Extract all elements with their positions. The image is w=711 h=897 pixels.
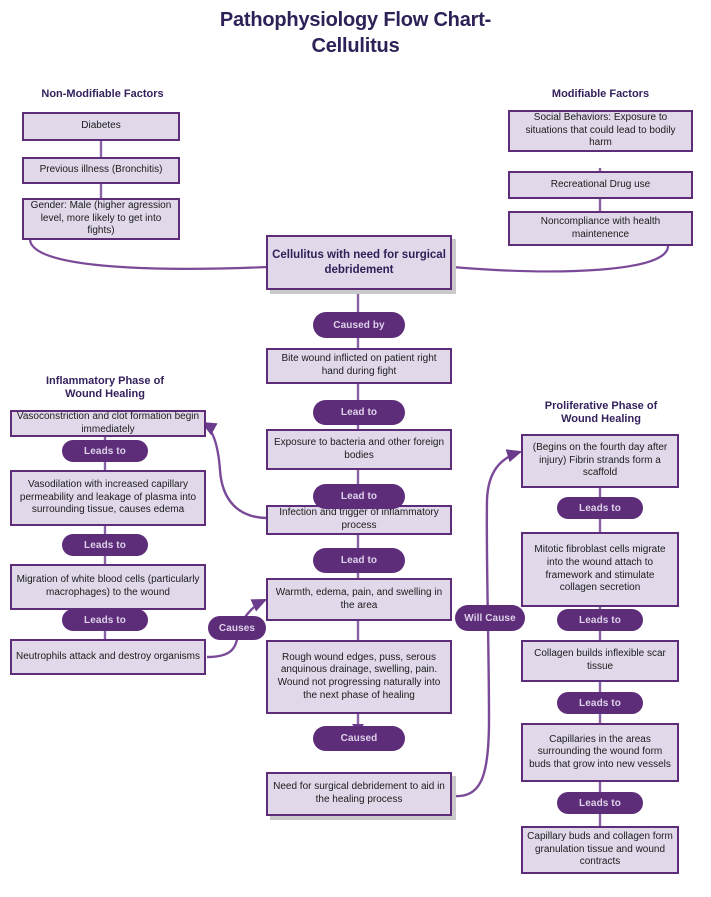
node-rough-wound-edges[interactable]: Rough wound edges, puss, serous anquinou…: [266, 640, 452, 714]
connector-prol-leads-to-3[interactable]: Leads to: [557, 692, 643, 714]
node-previous-illness[interactable]: Previous illness (Bronchitis): [22, 157, 180, 184]
node-warmth-edema[interactable]: Warmth, edema, pain, and swelling in the…: [266, 578, 452, 621]
node-bite-wound[interactable]: Bite wound inflicted on patient right ha…: [266, 348, 452, 384]
node-capillaries-buds[interactable]: Capillaries in the areas surrounding the…: [521, 723, 679, 782]
node-fibrin-strands[interactable]: (Begins on the fourth day after injury) …: [521, 434, 679, 488]
connector-infl-leads-to-3[interactable]: Leads to: [62, 609, 148, 631]
node-vasodilation[interactable]: Vasodilation with increased capillary pe…: [10, 470, 206, 526]
connector-lead-to-2[interactable]: Lead to: [313, 484, 405, 509]
node-diabetes[interactable]: Diabetes: [22, 112, 180, 141]
connector-lead-to-3[interactable]: Lead to: [313, 548, 405, 573]
node-social-behaviors[interactable]: Social Behaviors: Exposure to situations…: [508, 110, 693, 152]
page-title-text: Pathophysiology Flow Chart-Cellulitus: [219, 9, 492, 57]
connector-caused[interactable]: Caused: [313, 726, 405, 751]
node-recreational-drug-use[interactable]: Recreational Drug use: [508, 171, 693, 199]
node-infection-trigger[interactable]: Infection and trigger of inflammatory pr…: [266, 505, 452, 535]
heading-proliferative-phase: Proliferative Phase of Wound Healing: [544, 400, 658, 426]
node-wbc-migration[interactable]: Migration of white blood cells (particul…: [10, 564, 206, 610]
connector-prol-leads-to-1[interactable]: Leads to: [557, 497, 643, 519]
node-gender-male[interactable]: Gender: Male (higher agression level, mo…: [22, 198, 180, 240]
connector-infl-leads-to-1[interactable]: Leads to: [62, 440, 148, 462]
node-need-surgical-debridement[interactable]: Need for surgical debridement to aid in …: [266, 772, 452, 816]
connector-causes[interactable]: Causes: [208, 616, 266, 640]
node-cellulitus-root[interactable]: Cellulitus with need for surgical debrid…: [266, 235, 452, 290]
node-exposure-to-bacteria[interactable]: Exposure to bacteria and other foreign b…: [266, 429, 452, 470]
node-noncompliance[interactable]: Noncompliance with health maintenence: [508, 211, 693, 246]
heading-inflammatory-phase: Inflammatory Phase of Wound Healing: [46, 375, 164, 401]
node-granulation-tissue[interactable]: Capillary buds and collagen form granula…: [521, 826, 679, 874]
heading-non-modifiable-factors: Non-Modifiable Factors: [41, 88, 164, 100]
page-title: Pathophysiology Flow Chart-Cellulitus: [0, 8, 711, 59]
connector-prol-leads-to-2[interactable]: Leads to: [557, 609, 643, 631]
connector-will-cause[interactable]: Will Cause: [455, 605, 525, 631]
node-vasoconstriction[interactable]: Vasoconstriction and clot formation begi…: [10, 410, 206, 437]
connector-prol-leads-to-4[interactable]: Leads to: [557, 792, 643, 814]
node-collagen-scar-tissue[interactable]: Collagen builds inflexible scar tissue: [521, 640, 679, 682]
connector-lead-to-1[interactable]: Lead to: [313, 400, 405, 425]
heading-modifiable-factors: Modifiable Factors: [551, 88, 650, 100]
connector-infl-leads-to-2[interactable]: Leads to: [62, 534, 148, 556]
node-neutrophils[interactable]: Neutrophils attack and destroy organisms: [10, 639, 206, 675]
node-mitotic-fibroblast[interactable]: Mitotic fibroblast cells migrate into th…: [521, 532, 679, 607]
connector-caused-by[interactable]: Caused by: [313, 312, 405, 338]
